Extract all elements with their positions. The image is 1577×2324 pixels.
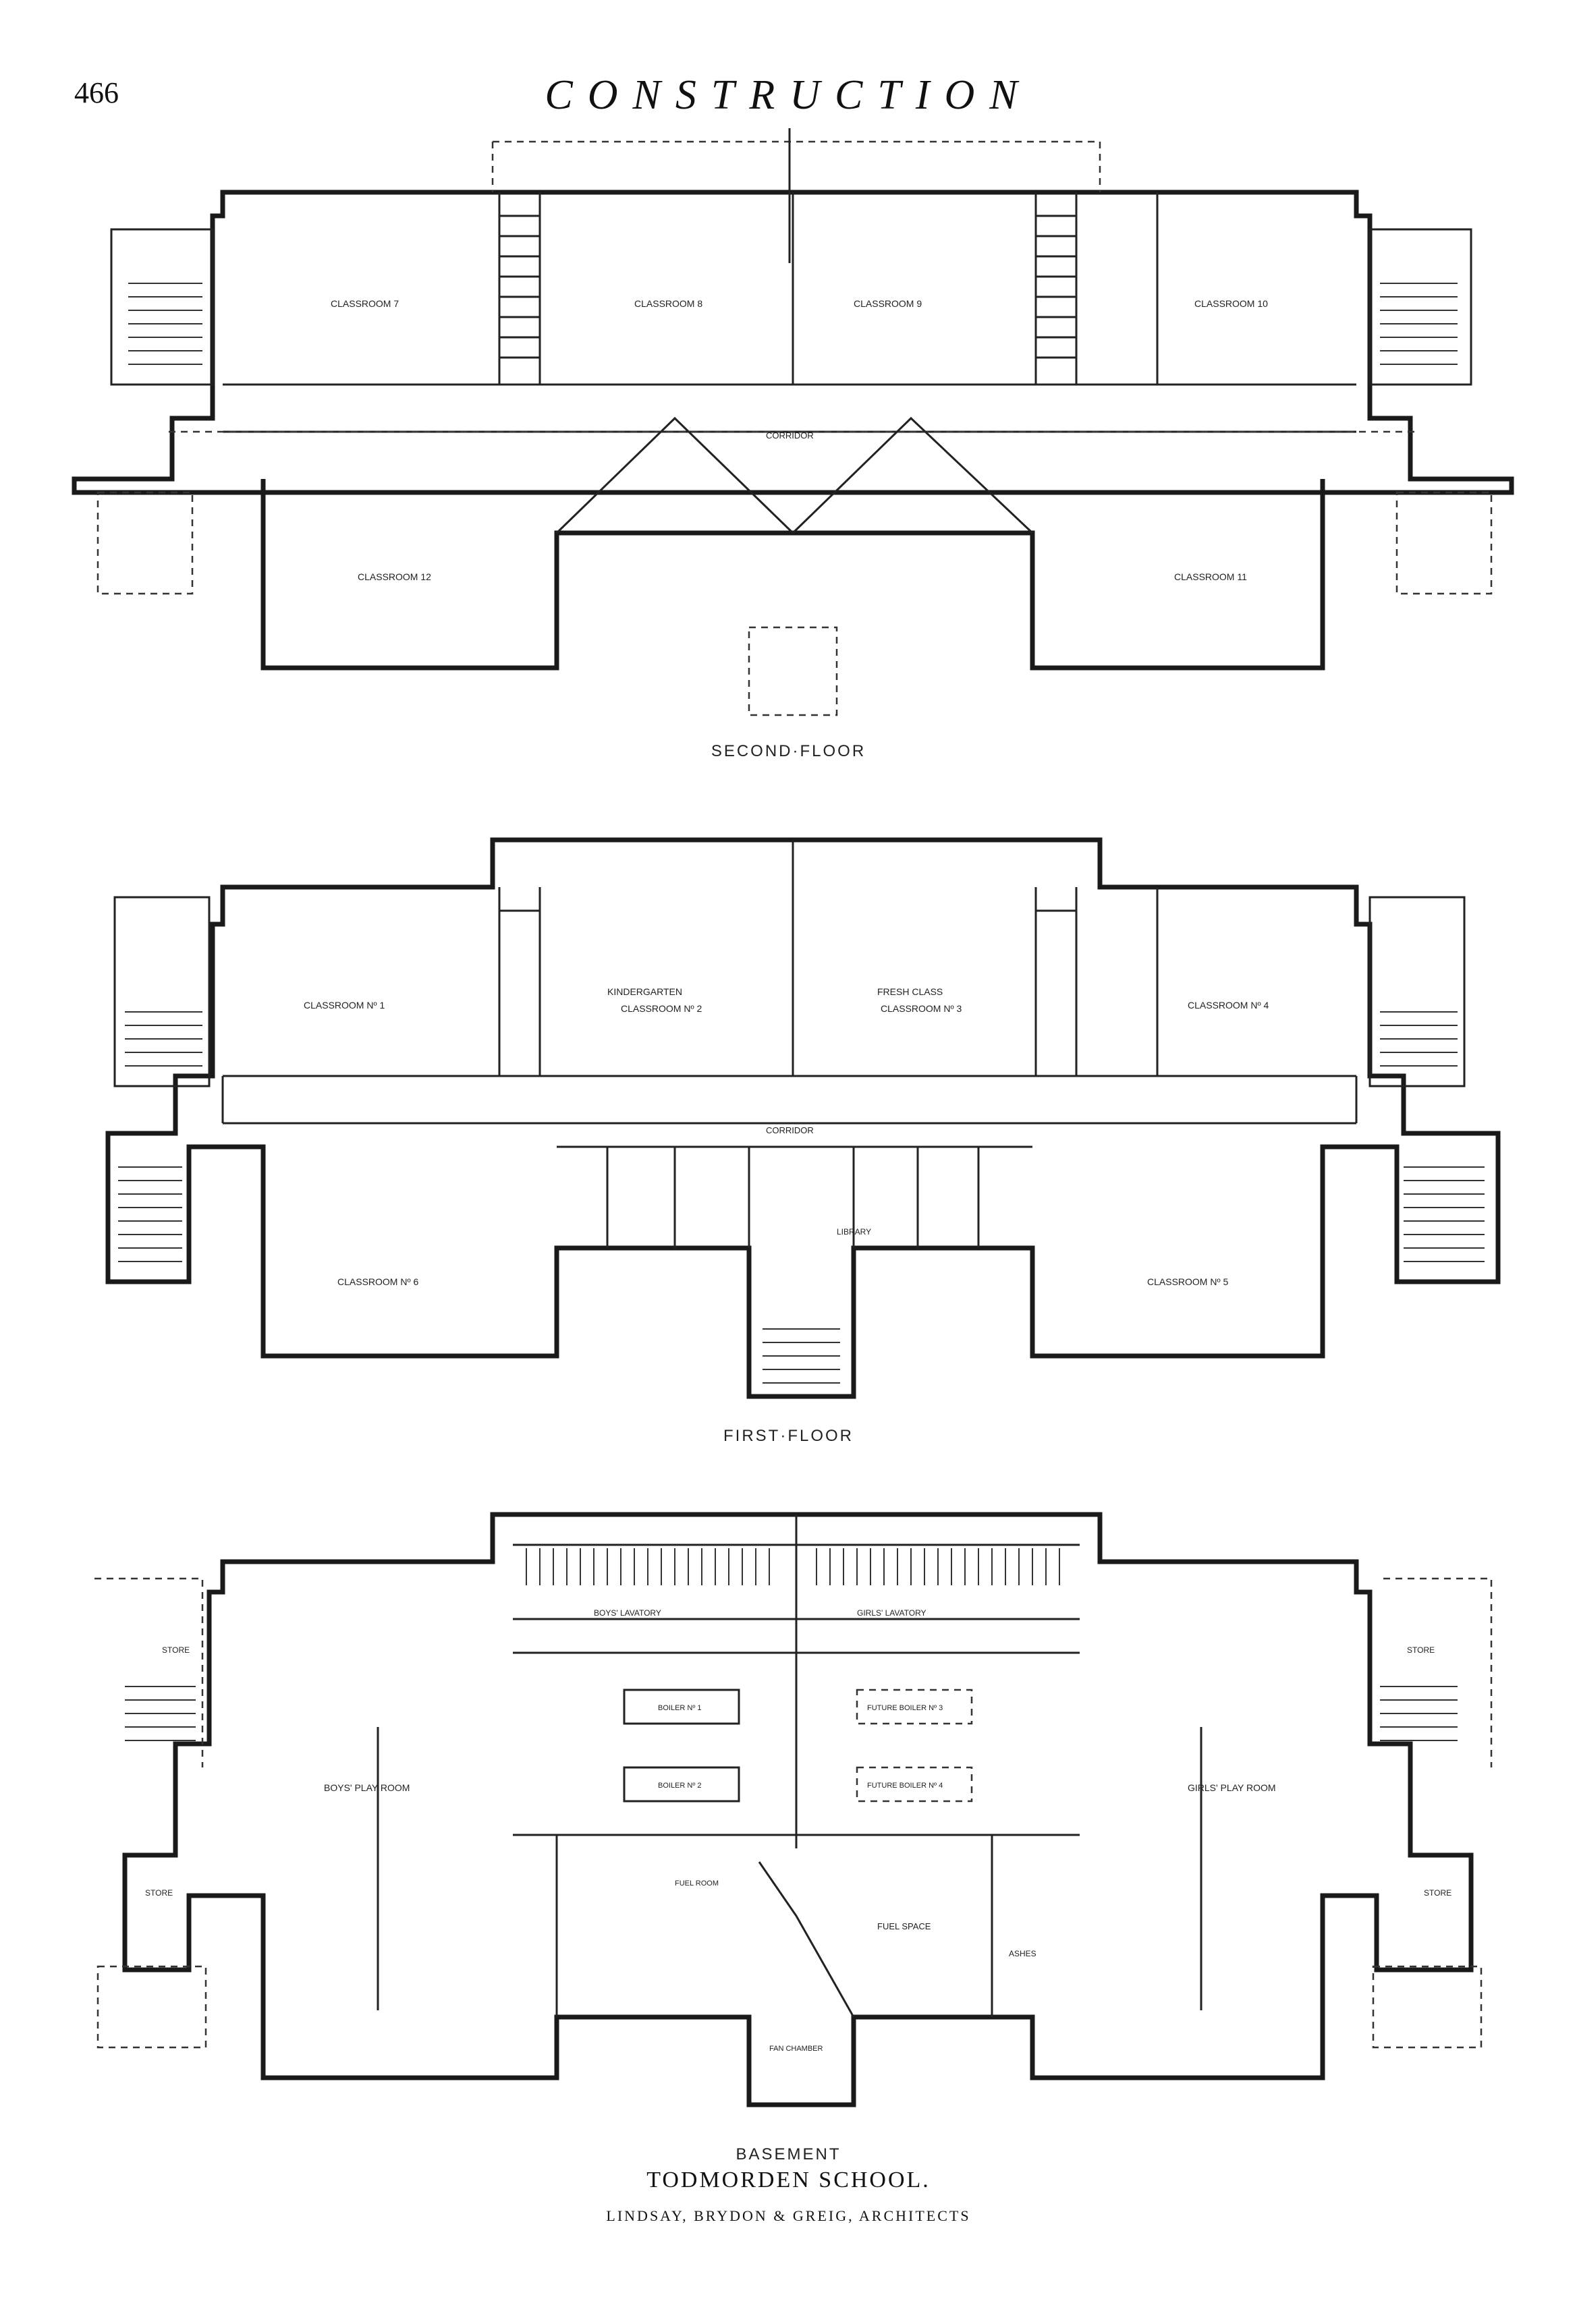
room-label: CLASSROOM 7 — [331, 298, 399, 309]
room-label: BOYS' PLAY ROOM — [324, 1782, 410, 1793]
basement-label: BASEMENT — [736, 2145, 841, 2163]
room-label: FRESH CLASS — [877, 986, 943, 997]
room-label: CLASSROOM Nº 2 — [621, 1003, 702, 1014]
room-label: FUEL ROOM — [675, 1879, 719, 1888]
corridor-label: CORRIDOR — [766, 430, 814, 441]
room-label: CLASSROOM 12 — [358, 571, 431, 582]
room-label: CLASSROOM Nº 5 — [1147, 1276, 1228, 1287]
room-label: GIRLS' PLAY ROOM — [1188, 1782, 1276, 1793]
room-label: FUEL SPACE — [877, 1921, 931, 1931]
room-label: STORE — [1407, 1645, 1435, 1655]
room-label: BOYS' LAVATORY — [594, 1608, 661, 1618]
first-floor-label: FIRST·FLOOR — [723, 1427, 854, 1445]
room-label: CLASSROOM Nº 6 — [337, 1276, 418, 1287]
room-label: CLASSROOM 8 — [634, 298, 702, 309]
basement-drawing: BOYS' PLAY ROOM GIRLS' PLAY ROOM BOYS' L… — [94, 1512, 1493, 2107]
room-label: CLASSROOM 11 — [1174, 571, 1247, 582]
room-label: ASHES — [1009, 1949, 1036, 1958]
room-label: STORE — [162, 1645, 190, 1655]
first-floor-plan: CLASSROOM Nº 1 KINDERGARTEN CLASSROOM Nº… — [0, 816, 1577, 1437]
room-label: BOILER Nº 2 — [658, 1782, 702, 1790]
room-label: BOILER Nº 1 — [658, 1704, 702, 1712]
room-label: STORE — [145, 1888, 173, 1898]
page-number: 466 — [74, 76, 119, 109]
room-label: LIBRARY — [837, 1227, 871, 1237]
caption-title: TODMORDEN SCHOOL. — [646, 2167, 931, 2192]
room-label: CLASSROOM 10 — [1194, 298, 1268, 309]
room-label: FUTURE BOILER Nº 4 — [867, 1782, 943, 1790]
running-head: CONSTRUCTION — [545, 72, 1032, 118]
room-label: GIRLS' LAVATORY — [857, 1608, 926, 1618]
room-label: CLASSROOM Nº 3 — [881, 1003, 962, 1014]
room-label: FUTURE BOILER Nº 3 — [867, 1704, 943, 1712]
second-floor-plan: CLASSROOM 7 CLASSROOM 8 CLASSROOM 9 CLAS… — [0, 128, 1577, 735]
basement-plan: BOYS' PLAY ROOM GIRLS' PLAY ROOM BOYS' L… — [0, 1484, 1577, 2159]
room-label: CLASSROOM 9 — [854, 298, 922, 309]
corridor-label: CORRIDOR — [766, 1125, 814, 1135]
first-floor-drawing: CLASSROOM Nº 1 KINDERGARTEN CLASSROOM Nº… — [105, 837, 1501, 1399]
room-label: KINDERGARTEN — [607, 986, 682, 997]
caption-credit: LINDSAY, BRYDON & GREIG, ARCHITECTS — [606, 2207, 971, 2224]
room-label: FAN CHAMBER — [769, 2045, 823, 2053]
room-label: CLASSROOM Nº 4 — [1188, 1000, 1269, 1011]
second-floor-label: SECOND·FLOOR — [711, 742, 866, 760]
room-label: STORE — [1424, 1888, 1451, 1898]
room-label: CLASSROOM Nº 1 — [304, 1000, 385, 1011]
second-floor-drawing: CLASSROOM 7 CLASSROOM 8 CLASSROOM 9 CLAS… — [72, 128, 1514, 716]
